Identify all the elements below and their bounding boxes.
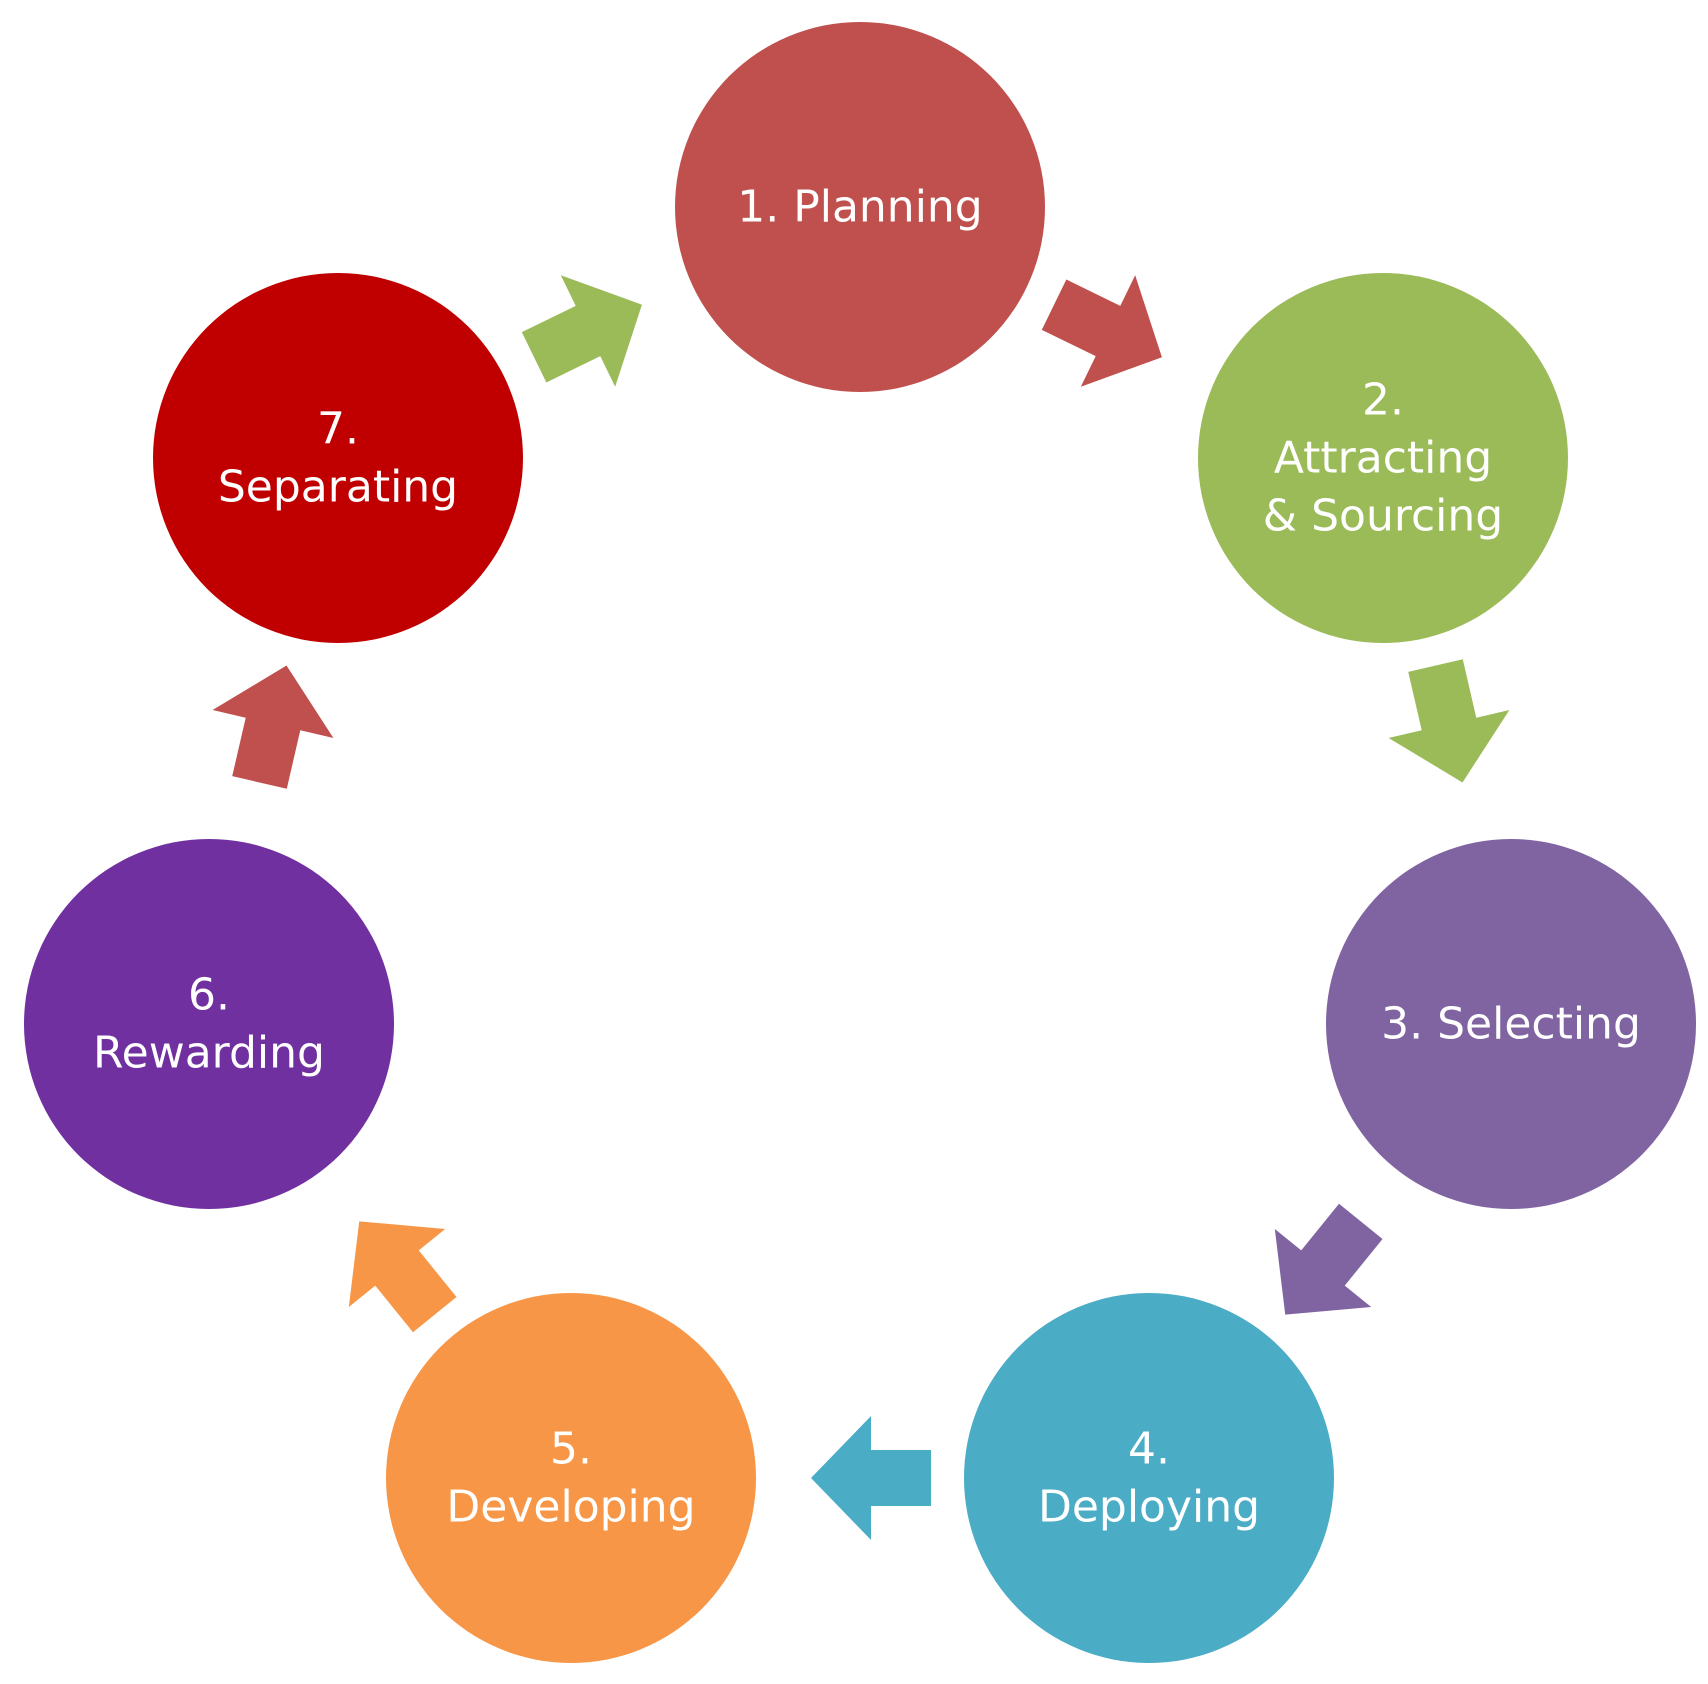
stage-label-developing-line-2: Developing <box>446 1482 695 1533</box>
stage-label-planning-line-1: 1. Planning <box>737 182 983 233</box>
stage-rewarding: 6. Rewarding <box>24 839 394 1209</box>
stage-label-selecting-line-1: 3. Selecting <box>1381 999 1641 1050</box>
stage-label-deploying-line-1: 4. <box>1128 1424 1170 1475</box>
stage-deploying: 4. Deploying <box>964 1293 1334 1663</box>
stage-planning: 1. Planning <box>675 22 1045 392</box>
stage-label-attracting-line-3: & Sourcing <box>1263 491 1503 542</box>
stage-label-attracting-line-1: 2. <box>1362 375 1404 426</box>
stage-attracting: 2. Attracting & Sourcing <box>1198 273 1568 643</box>
stage-label-separating-line-1: 7. <box>317 404 359 455</box>
stage-developing: 5. Developing <box>386 1293 756 1663</box>
stage-label-deploying-line-2: Deploying <box>1038 1482 1260 1533</box>
stage-circle-attracting <box>1198 273 1568 643</box>
stage-label-developing-line-1: 5. <box>550 1424 592 1475</box>
stage-circle-separating <box>153 273 523 643</box>
arrow-deploying-to-developing <box>811 1416 931 1540</box>
stage-circle-planning <box>675 22 1045 392</box>
stage-circle-developing <box>386 1293 756 1663</box>
stage-label-rewarding-line-1: 6. <box>188 970 230 1021</box>
stage-circle-deploying <box>964 1293 1334 1663</box>
arrow-planning-to-attracting <box>1041 275 1162 387</box>
stage-circle-rewarding <box>24 839 394 1209</box>
arrows-layer <box>212 275 1510 1540</box>
stage-separating: 7. Separating <box>153 273 523 643</box>
stage-selecting: 3. Selecting <box>1326 839 1696 1209</box>
stage-label-attracting-line-2: Attracting <box>1274 433 1492 484</box>
arrow-selecting-to-deploying <box>1274 1203 1383 1315</box>
stages-layer: 1. Planning 2. Attracting & Sourcing 3. Sele… <box>24 22 1696 1663</box>
arrow-rewarding-to-separating <box>212 665 334 789</box>
arrow-developing-to-rewarding <box>348 1221 457 1333</box>
stage-circle-selecting <box>1326 839 1696 1209</box>
arrow-attracting-to-selecting <box>1388 659 1510 783</box>
stage-label-rewarding-line-2: Rewarding <box>93 1028 325 1079</box>
stage-label-separating-line-2: Separating <box>218 462 458 513</box>
arrow-separating-to-planning <box>521 275 642 387</box>
